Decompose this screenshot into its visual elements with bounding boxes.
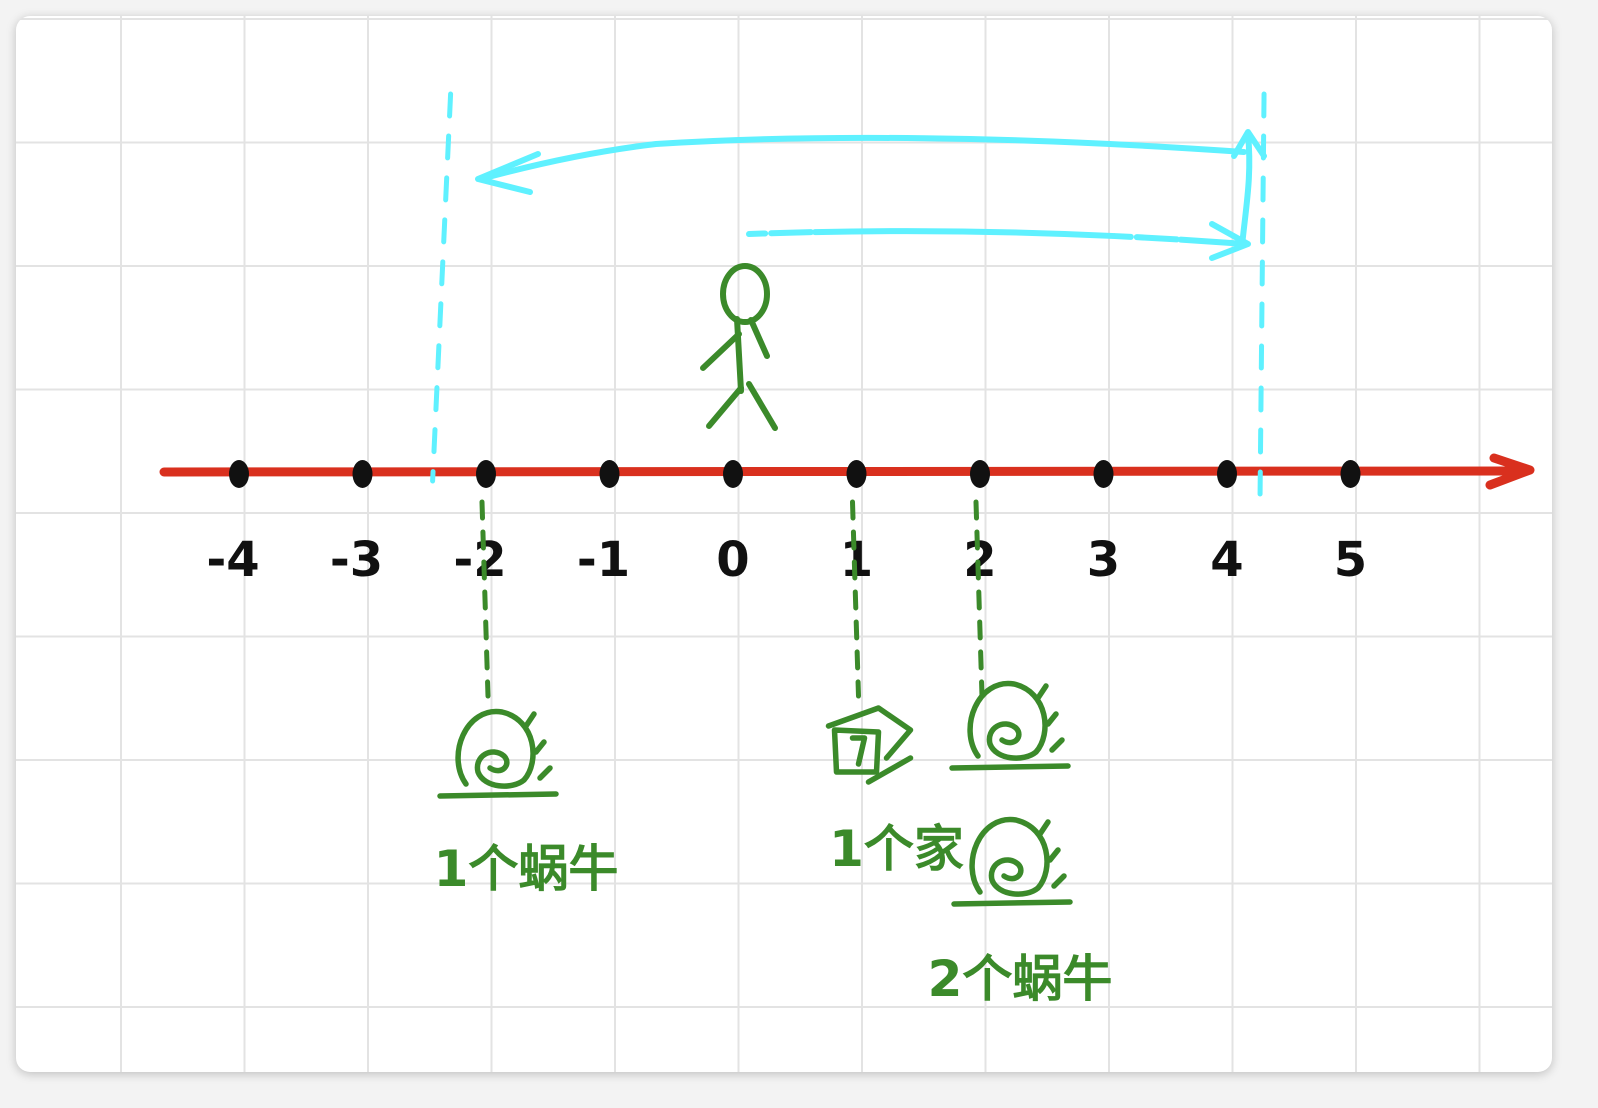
snail-shell — [967, 680, 1048, 761]
tick-label: -2 — [453, 532, 506, 588]
item-group: 2个蜗牛 — [928, 499, 1113, 1008]
snail-icon — [949, 680, 1071, 771]
house-door — [849, 735, 868, 767]
snail-ground — [437, 791, 559, 799]
tick-dot — [476, 460, 496, 488]
tick-label: -1 — [577, 532, 630, 588]
tick-label: -4 — [206, 532, 259, 588]
snail-antenna — [1037, 819, 1051, 837]
person-body — [734, 316, 744, 394]
left-range-dashed-line — [430, 91, 454, 484]
house-roof — [825, 705, 914, 761]
person-left-arm — [700, 331, 742, 371]
snail-icon — [951, 816, 1073, 907]
house-ground — [865, 755, 914, 785]
snail-shell — [969, 816, 1050, 897]
vertical-connector-line — [1239, 131, 1253, 249]
number-line-axis — [159, 466, 1521, 477]
item-group: 1个蜗牛 — [434, 499, 619, 898]
snail-shell — [455, 708, 536, 789]
snail-ground — [951, 899, 1073, 907]
tick-dot — [1217, 460, 1237, 488]
item-group: 1个家 — [825, 499, 964, 878]
backward-arrowhead-icon — [475, 151, 541, 195]
item-caption: 1个家 — [829, 820, 964, 878]
tick-dot — [1340, 460, 1361, 488]
up-arrowhead-icon — [1231, 129, 1267, 159]
right-range-dashed-line — [1257, 91, 1267, 499]
axis-arrowhead-icon — [1485, 453, 1535, 490]
snail-ground — [949, 763, 1071, 771]
tick-dot — [846, 460, 867, 488]
person-right-arm — [748, 317, 770, 359]
tick-dot — [970, 460, 990, 488]
snail-antenna — [1045, 711, 1059, 727]
snail-antenna — [1035, 683, 1049, 701]
item-dashed-connector — [850, 499, 861, 699]
tick-label: 0 — [716, 532, 749, 588]
tick-dot — [723, 460, 743, 488]
tick-dot — [352, 460, 373, 488]
tick-label: 5 — [1334, 532, 1367, 588]
stick-figure-icon — [700, 263, 778, 431]
tick-dot — [1093, 460, 1114, 488]
tick-label: 3 — [1087, 532, 1120, 588]
tick-label: -3 — [330, 532, 383, 588]
house-icon — [825, 705, 914, 785]
person-right-leg — [746, 381, 778, 431]
snail-antenna — [1049, 737, 1065, 753]
forward-arrowhead-icon — [1209, 221, 1251, 261]
item-dashed-connector — [973, 499, 985, 699]
house-wall — [831, 727, 882, 775]
forward-arrow-line — [746, 228, 1249, 247]
tick-label: 4 — [1210, 532, 1243, 588]
person-head — [720, 263, 770, 325]
item-caption: 1个蜗牛 — [434, 840, 619, 898]
tick-dot — [229, 460, 249, 488]
snail-antenna — [1047, 847, 1061, 863]
snail-antenna — [533, 739, 547, 755]
snail-antenna — [537, 765, 553, 781]
backward-arrow-line — [478, 134, 1247, 182]
snail-antenna — [1051, 873, 1067, 889]
range-indicator — [430, 91, 1267, 499]
item-dashed-connector — [479, 499, 491, 699]
person-left-leg — [706, 385, 744, 429]
snail-antenna — [523, 711, 537, 729]
tick-dot — [599, 460, 620, 488]
item-caption: 2个蜗牛 — [928, 950, 1113, 1008]
snail-icon — [437, 708, 559, 799]
